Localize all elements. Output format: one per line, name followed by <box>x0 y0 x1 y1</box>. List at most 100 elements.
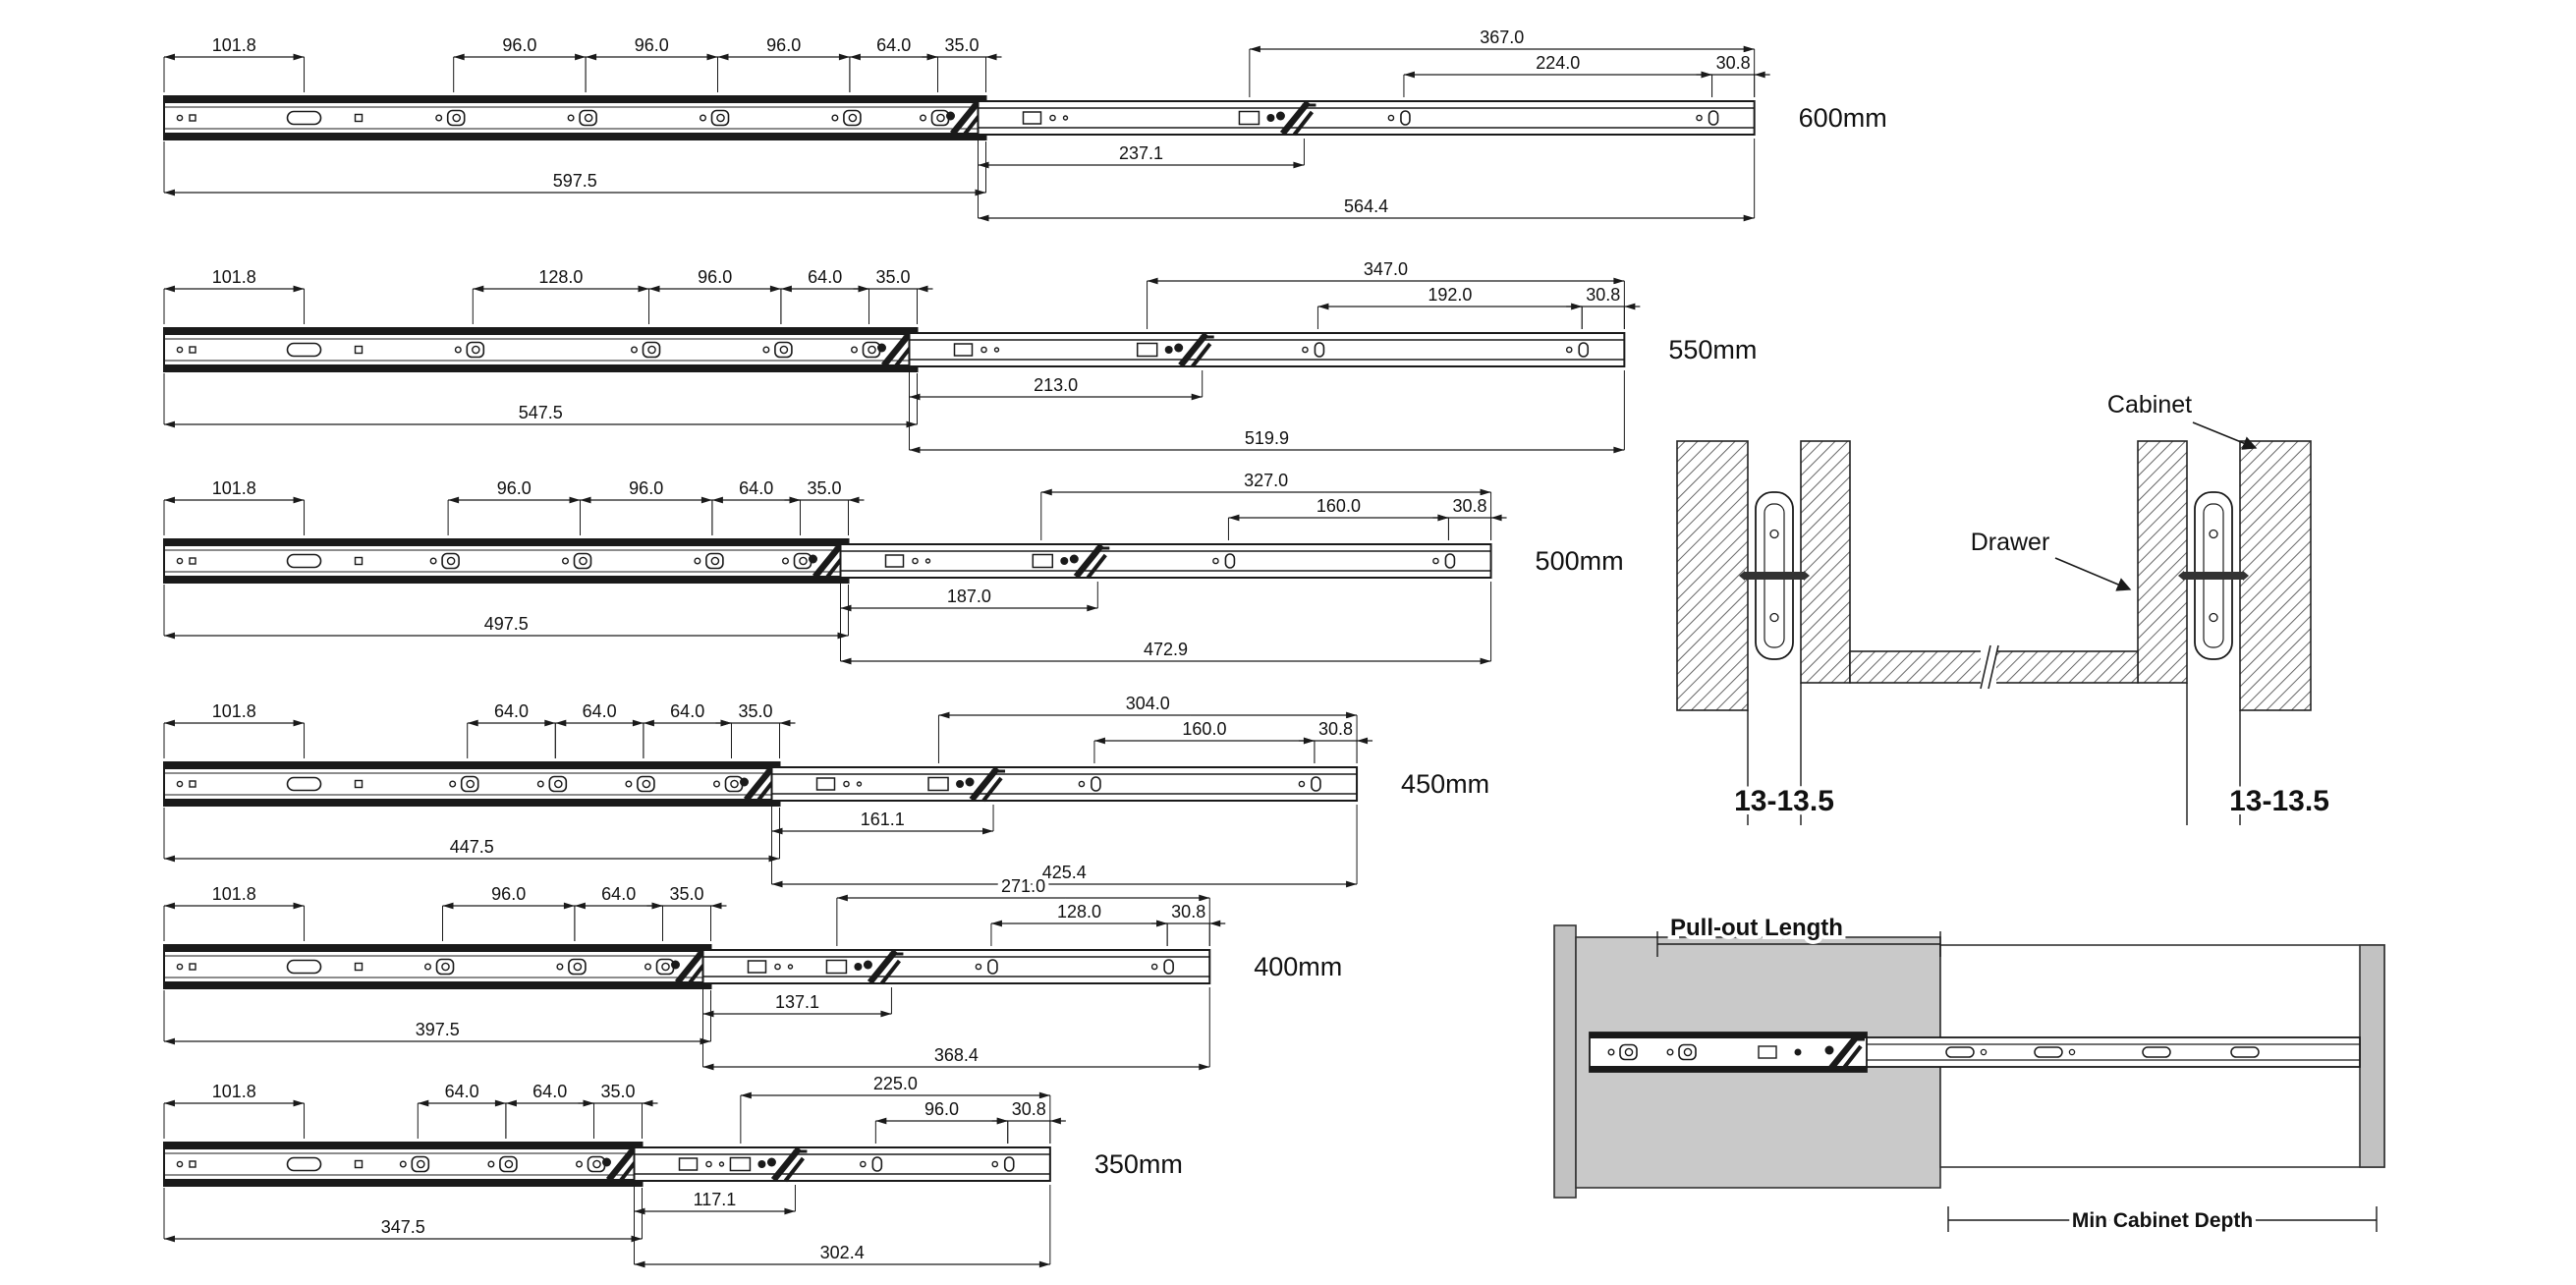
dim-arrow <box>555 719 567 727</box>
drawing-primitive <box>1060 557 1069 565</box>
drawing-primitive <box>441 552 460 570</box>
dim-arrow <box>1743 214 1755 222</box>
drawer-leader-arrow <box>2054 557 2132 591</box>
dim-arrow <box>164 189 175 196</box>
drawing-primitive <box>449 780 457 788</box>
drawing-line <box>812 542 844 580</box>
mounting-hole-group <box>762 341 793 359</box>
mounting-hole-group <box>562 552 592 570</box>
mounting-hole-group <box>991 1156 1015 1172</box>
drawer-left-wall <box>1800 440 1851 684</box>
row-length-label: 400mm <box>1254 952 1342 981</box>
dim-arrow <box>643 719 654 727</box>
drawing-primitive <box>576 1160 584 1168</box>
dim-text: 137.1 <box>775 992 819 1012</box>
dim-text: 96.0 <box>698 267 732 287</box>
drawing-line <box>1073 542 1104 580</box>
inner-rail <box>908 331 1626 368</box>
dim-arrow <box>1038 1091 1050 1099</box>
drawing-primitive <box>568 958 587 976</box>
mounting-screw-icon <box>2184 572 2243 580</box>
drawing-line <box>1292 110 1315 137</box>
drawing-primitive <box>164 1143 643 1149</box>
drawing-primitive <box>1590 1066 1867 1072</box>
dim-text: 425.4 <box>1042 863 1087 882</box>
inner-rail <box>701 948 1211 985</box>
drawing-primitive <box>766 1157 776 1167</box>
drawing-primitive <box>678 1157 699 1171</box>
dimension: 96.0 <box>874 1095 1009 1144</box>
dim-arrow <box>544 719 556 727</box>
drawing-primitive <box>176 963 184 971</box>
mounting-hole-group <box>399 1155 430 1173</box>
dimension: 347.5 <box>163 1188 643 1243</box>
dim-arrow <box>978 214 989 222</box>
dim-arrow <box>293 902 305 910</box>
drawing-primitive <box>642 341 661 359</box>
drawing-primitive <box>757 1160 766 1168</box>
drawing-primitive <box>851 346 859 354</box>
drawing-primitive <box>694 557 701 565</box>
dimension: 564.4 <box>978 139 1756 222</box>
drawing-primitive <box>189 780 196 788</box>
dim-text: 35.0 <box>738 701 772 721</box>
dim-text: 160.0 <box>1182 719 1226 739</box>
drawing-primitive <box>2068 1048 2076 1056</box>
dim-arrow <box>164 1099 175 1107</box>
lock-lever-icon <box>1069 542 1110 580</box>
drawing-primitive <box>1069 554 1079 564</box>
drawing-primitive <box>499 1155 518 1173</box>
dim-text: 327.0 <box>1244 471 1288 490</box>
mounting-hole-group <box>556 958 587 976</box>
dim-text: 101.8 <box>212 267 256 287</box>
dimension: 368.4 <box>702 987 1210 1071</box>
dimension: 64.0 <box>467 698 556 758</box>
dim-arrow <box>906 420 918 428</box>
drawing-line <box>880 331 913 368</box>
dim-text: 35.0 <box>944 35 979 55</box>
dim-arrow <box>1228 514 1240 522</box>
mounting-hole-group <box>1078 776 1101 792</box>
drawing-primitive <box>927 776 949 792</box>
lock-lever-icon <box>1174 331 1214 368</box>
dim-arrow <box>505 1099 517 1107</box>
drawing-primitive <box>504 1159 514 1169</box>
drawing-primitive <box>176 557 184 565</box>
dimension: 96.0 <box>585 31 718 92</box>
drawing-line <box>770 1145 802 1183</box>
cabinet-label: Cabinet <box>2107 391 2192 419</box>
dim-text: 519.9 <box>1245 428 1289 448</box>
dim-text: 160.0 <box>1316 496 1361 516</box>
mounting-hole-group <box>1696 110 1719 126</box>
front-slot-hole <box>286 1156 322 1172</box>
drawing-primitive <box>860 1160 867 1168</box>
drawing-primitive <box>642 779 651 789</box>
drawing-primitive <box>1708 110 1719 126</box>
mounting-hole-group <box>1212 553 1236 569</box>
front-slot-hole <box>286 776 322 792</box>
dim-arrow <box>473 285 484 293</box>
mounting-hole-group <box>435 109 466 127</box>
dim-arrow <box>784 1207 796 1215</box>
outer-rail <box>163 761 781 807</box>
drawing-primitive <box>2209 612 2218 623</box>
dim-arrow <box>453 53 465 61</box>
dim-arrow <box>1701 71 1712 79</box>
drawing-primitive <box>579 556 588 566</box>
drawing-primitive <box>2034 1046 2063 1058</box>
dim-text: 213.0 <box>1034 375 1078 395</box>
dim-arrow <box>1038 1260 1050 1268</box>
dim-arrow <box>909 393 921 401</box>
mounting-hole-group <box>1666 1043 1697 1061</box>
dim-arrow <box>1191 393 1203 401</box>
drawing-primitive <box>435 114 443 122</box>
drawing-primitive <box>839 543 1492 579</box>
drawing-primitive <box>1980 1048 1988 1056</box>
dimension: 128.0 <box>990 898 1168 946</box>
drawing-primitive <box>189 1160 196 1168</box>
drawing-line <box>1178 331 1209 368</box>
drawing-primitive <box>556 963 564 971</box>
dimension: 225.0 <box>740 1070 1051 1144</box>
